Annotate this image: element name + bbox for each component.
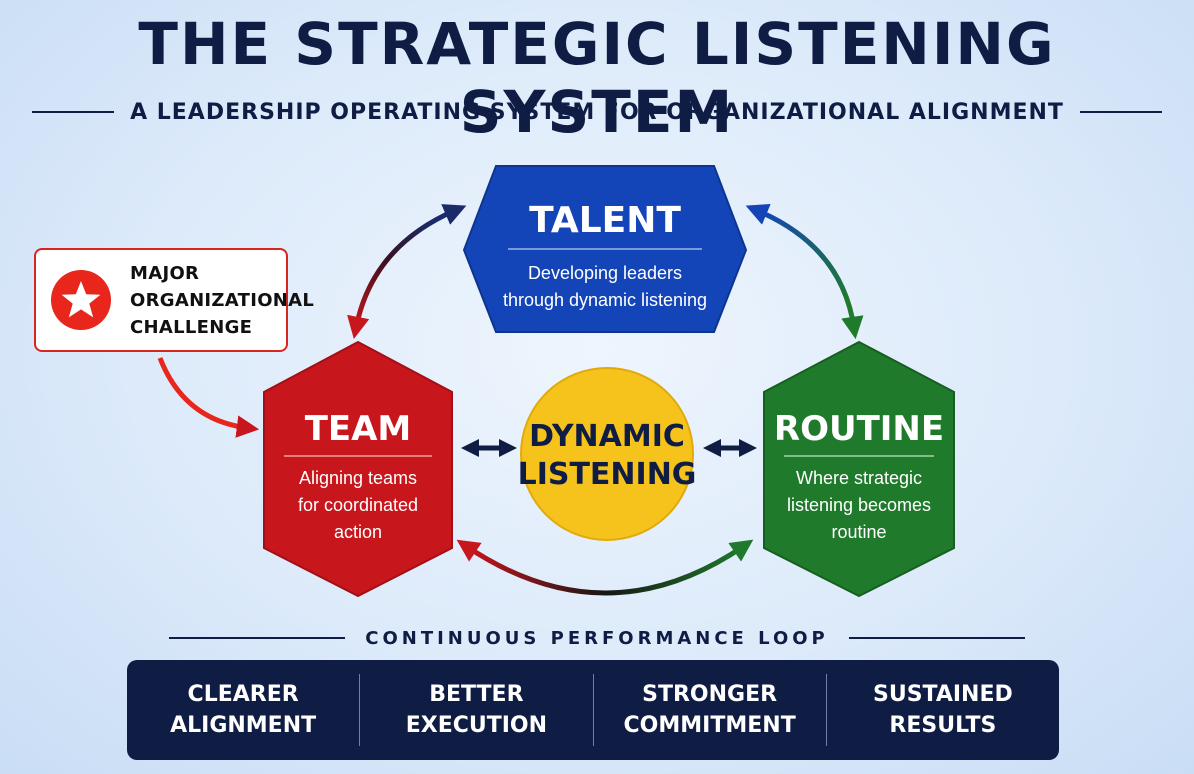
center-line2: LISTENING: [518, 457, 697, 492]
outcome-line: ALIGNMENT: [170, 713, 317, 738]
star-badge: [50, 269, 112, 331]
loop-label: CONTINUOUS PERFORMANCE LOOP: [365, 627, 829, 649]
outcome-line: STRONGER: [642, 682, 778, 707]
loop-row: CONTINUOUS PERFORMANCE LOOP: [0, 624, 1194, 652]
talent-label: TALENT: [529, 200, 681, 241]
outcome-line: SUSTAINED: [872, 682, 1013, 707]
loop-rule-right: [848, 637, 1025, 639]
outcome-line: RESULTS: [889, 713, 997, 738]
routine-desc-line1: Where strategic: [796, 468, 922, 488]
arrow-challenge-team: [157, 357, 260, 438]
outcome-line: COMMITMENT: [623, 713, 796, 738]
outcome-clearer-alignment: CLEARER ALIGNMENT: [127, 674, 359, 746]
routine-hexagon: [763, 340, 955, 598]
outcome-better-execution: BETTER EXECUTION: [359, 674, 592, 746]
challenge-line1: MAJOR: [130, 262, 200, 284]
talent-desc-line1: Developing leaders: [528, 263, 682, 283]
node-routine: ROUTINE Where strategic listening become…: [763, 340, 955, 598]
team-desc-line1: Aligning teams: [299, 468, 417, 488]
node-dynamic-listening: DYNAMIC LISTENING: [518, 367, 697, 541]
team-label: TEAM: [305, 409, 412, 449]
subtitle-rule-right: [1079, 111, 1162, 113]
star-icon: [51, 270, 111, 330]
outcome-line: BETTER: [429, 682, 524, 707]
team-desc-line2: for coordinated: [298, 495, 418, 515]
outcome-line: EXECUTION: [405, 713, 548, 738]
team-desc-line3: action: [334, 522, 382, 542]
routine-label: ROUTINE: [774, 409, 944, 449]
page-subtitle: A LEADERSHIP OPERATING SYSTEM FOR ORGANI…: [130, 99, 1064, 125]
node-team: TEAM Aligning teams for coordinated acti…: [263, 340, 453, 598]
loop-rule-left: [169, 637, 346, 639]
outcome-stronger-commitment: STRONGER COMMITMENT: [592, 674, 826, 746]
challenge-line2: ORGANIZATIONAL: [130, 289, 315, 311]
team-hexagon: [263, 340, 453, 598]
arrow-team-routine: [456, 539, 754, 596]
page-title: THE STRATEGIC LISTENING SYSTEM: [138, 10, 1056, 146]
routine-desc-line3: routine: [831, 522, 886, 542]
arrow-talent-routine: [745, 203, 864, 340]
subtitle-row: A LEADERSHIP OPERATING SYSTEM FOR ORGANI…: [0, 96, 1194, 128]
center-circle: [520, 367, 694, 541]
center-line1: DYNAMIC: [529, 419, 685, 454]
challenge-text: MAJOR ORGANIZATIONAL CHALLENGE: [130, 260, 314, 341]
outcome-line: CLEARER: [187, 682, 299, 707]
subtitle-rule-left: [32, 111, 115, 113]
outcomes-bar: CLEARER ALIGNMENT BETTER EXECUTION STRONGE…: [127, 660, 1059, 760]
arrow-team-talent: [347, 204, 467, 340]
talent-desc-line2: through dynamic listening: [503, 290, 707, 310]
routine-desc-line2: listening becomes: [787, 495, 931, 515]
challenge-callout: MAJOR ORGANIZATIONAL CHALLENGE: [34, 248, 314, 352]
challenge-line3: CHALLENGE: [130, 316, 253, 338]
node-talent: TALENT Developing leaders through dynami…: [462, 165, 748, 333]
outcome-sustained-results: SUSTAINED RESULTS: [825, 674, 1059, 746]
